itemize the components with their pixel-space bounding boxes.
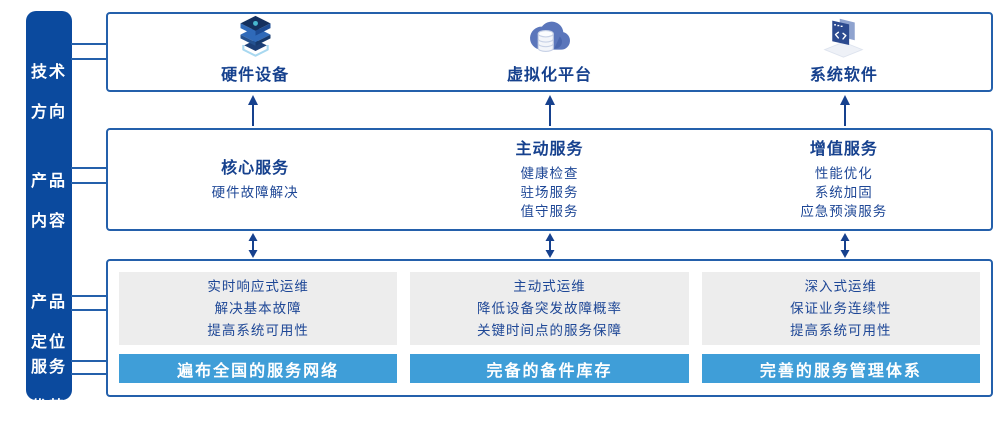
tech-item-virtualization: 虚拟化平台 bbox=[402, 14, 696, 90]
content-item: 驻场服务 bbox=[520, 184, 579, 200]
content-col-value-added-service: 增值服务 性能优化 系统加固 应急预演服务 bbox=[697, 130, 991, 229]
sidebar-label-product-content: 产品 内容 bbox=[26, 152, 72, 252]
sidebar-label-text: 优势 bbox=[30, 399, 67, 416]
advantage-banner: 遍布全国的服务网络 bbox=[119, 354, 398, 383]
arrow-up-icon bbox=[840, 95, 850, 126]
sidebar-label-tech-direction: 技术 方向 bbox=[26, 43, 72, 143]
content-item: 健康检查 bbox=[520, 165, 579, 181]
content-col-proactive-service: 主动服务 健康检查 驻场服务 值守服务 bbox=[402, 130, 696, 229]
positioning-line: 解决基本故障 bbox=[214, 300, 302, 316]
product-content-box: 核心服务 硬件故障解决 主动服务 健康检查 驻场服务 值守服务 增值服务 性能优… bbox=[106, 128, 993, 231]
tech-item-label: 虚拟化平台 bbox=[506, 67, 592, 84]
connector-line bbox=[71, 167, 106, 169]
positioning-advantage-box: 实时响应式运维 解决基本故障 提高系统可用性 遍布全国的服务网络 主动式运维 降… bbox=[106, 259, 993, 397]
positioning-panel: 深入式运维 保证业务连续性 提高系统可用性 bbox=[701, 272, 980, 345]
tech-direction-box: 硬件设备 虚拟化平台 系统软件 bbox=[106, 12, 993, 92]
sidebar-label-text: 技术 bbox=[30, 64, 67, 81]
positioning-line: 实时响应式运维 bbox=[207, 278, 309, 294]
connector-line bbox=[71, 373, 106, 375]
connector-line bbox=[71, 295, 106, 297]
positioning-line: 提高系统可用性 bbox=[790, 322, 892, 338]
content-col-core-service: 核心服务 硬件故障解决 bbox=[108, 130, 402, 229]
content-col-title: 增值服务 bbox=[809, 140, 878, 158]
tech-item-label: 系统软件 bbox=[809, 67, 878, 84]
positioning-line: 深入式运维 bbox=[804, 278, 878, 294]
category-sidebar: 技术 方向 产品 内容 产品 定位 服务 优势 bbox=[26, 11, 72, 416]
arrow-up-icon bbox=[545, 95, 555, 126]
connector-line bbox=[71, 360, 106, 362]
positioning-line: 提高系统可用性 bbox=[207, 322, 309, 338]
cloud-database-icon bbox=[530, 21, 570, 52]
connector-line bbox=[71, 58, 106, 60]
tech-item-label: 硬件设备 bbox=[221, 67, 290, 84]
connector-line bbox=[71, 43, 106, 45]
sidebar-label-text: 方向 bbox=[30, 104, 67, 121]
arrow-double-vertical-icon bbox=[545, 233, 555, 258]
arrow-double-vertical-icon bbox=[248, 233, 258, 258]
content-col-title: 主动服务 bbox=[515, 140, 584, 158]
sidebar-label-text: 服务 bbox=[30, 359, 67, 376]
content-item: 值守服务 bbox=[520, 203, 579, 219]
positioning-line: 主动式运维 bbox=[513, 278, 586, 294]
sidebar-label-product-positioning: 产品 定位 bbox=[26, 273, 72, 373]
bottom-col-realtime: 实时响应式运维 解决基本故障 提高系统可用性 遍布全国的服务网络 bbox=[119, 272, 398, 383]
positioning-line: 保证业务连续性 bbox=[790, 300, 892, 316]
server-stack-icon bbox=[240, 15, 271, 57]
content-item: 系统加固 bbox=[814, 184, 873, 200]
bottom-col-deep: 深入式运维 保证业务连续性 提高系统可用性 完善的服务管理体系 bbox=[701, 272, 980, 383]
positioning-line: 关键时间点的服务保障 bbox=[476, 322, 622, 338]
content-item: 应急预演服务 bbox=[800, 203, 888, 219]
arrow-up-icon bbox=[248, 95, 258, 126]
positioning-panel: 主动式运维 降低设备突发故障概率 关键时间点的服务保障 bbox=[410, 272, 689, 345]
connector-line bbox=[71, 182, 106, 184]
sidebar-label-text: 产品 bbox=[30, 294, 67, 311]
advantage-banner: 完善的服务管理体系 bbox=[701, 354, 980, 383]
content-item: 性能优化 bbox=[814, 165, 873, 181]
sidebar-label-service-advantage: 服务 优势 bbox=[26, 338, 72, 438]
connector-line bbox=[71, 309, 106, 311]
content-col-title: 核心服务 bbox=[221, 159, 290, 177]
sidebar-label-text: 产品 bbox=[30, 173, 67, 190]
arrow-double-vertical-icon bbox=[840, 233, 850, 258]
tech-item-hardware: 硬件设备 bbox=[108, 14, 402, 90]
positioning-line: 降低设备突发故障概率 bbox=[476, 300, 622, 316]
bottom-col-proactive: 主动式运维 降低设备突发故障概率 关键时间点的服务保障 完备的备件库存 bbox=[410, 272, 689, 383]
advantage-banner: 完备的备件库存 bbox=[410, 354, 689, 383]
sidebar-label-text: 内容 bbox=[30, 213, 67, 230]
tech-item-system-software: 系统软件 bbox=[697, 14, 991, 90]
software-window-icon bbox=[823, 18, 864, 58]
positioning-panel: 实时响应式运维 解决基本故障 提高系统可用性 bbox=[119, 272, 398, 345]
content-item: 硬件故障解决 bbox=[211, 184, 299, 200]
sidebar-label-text: 定位 bbox=[30, 334, 67, 351]
